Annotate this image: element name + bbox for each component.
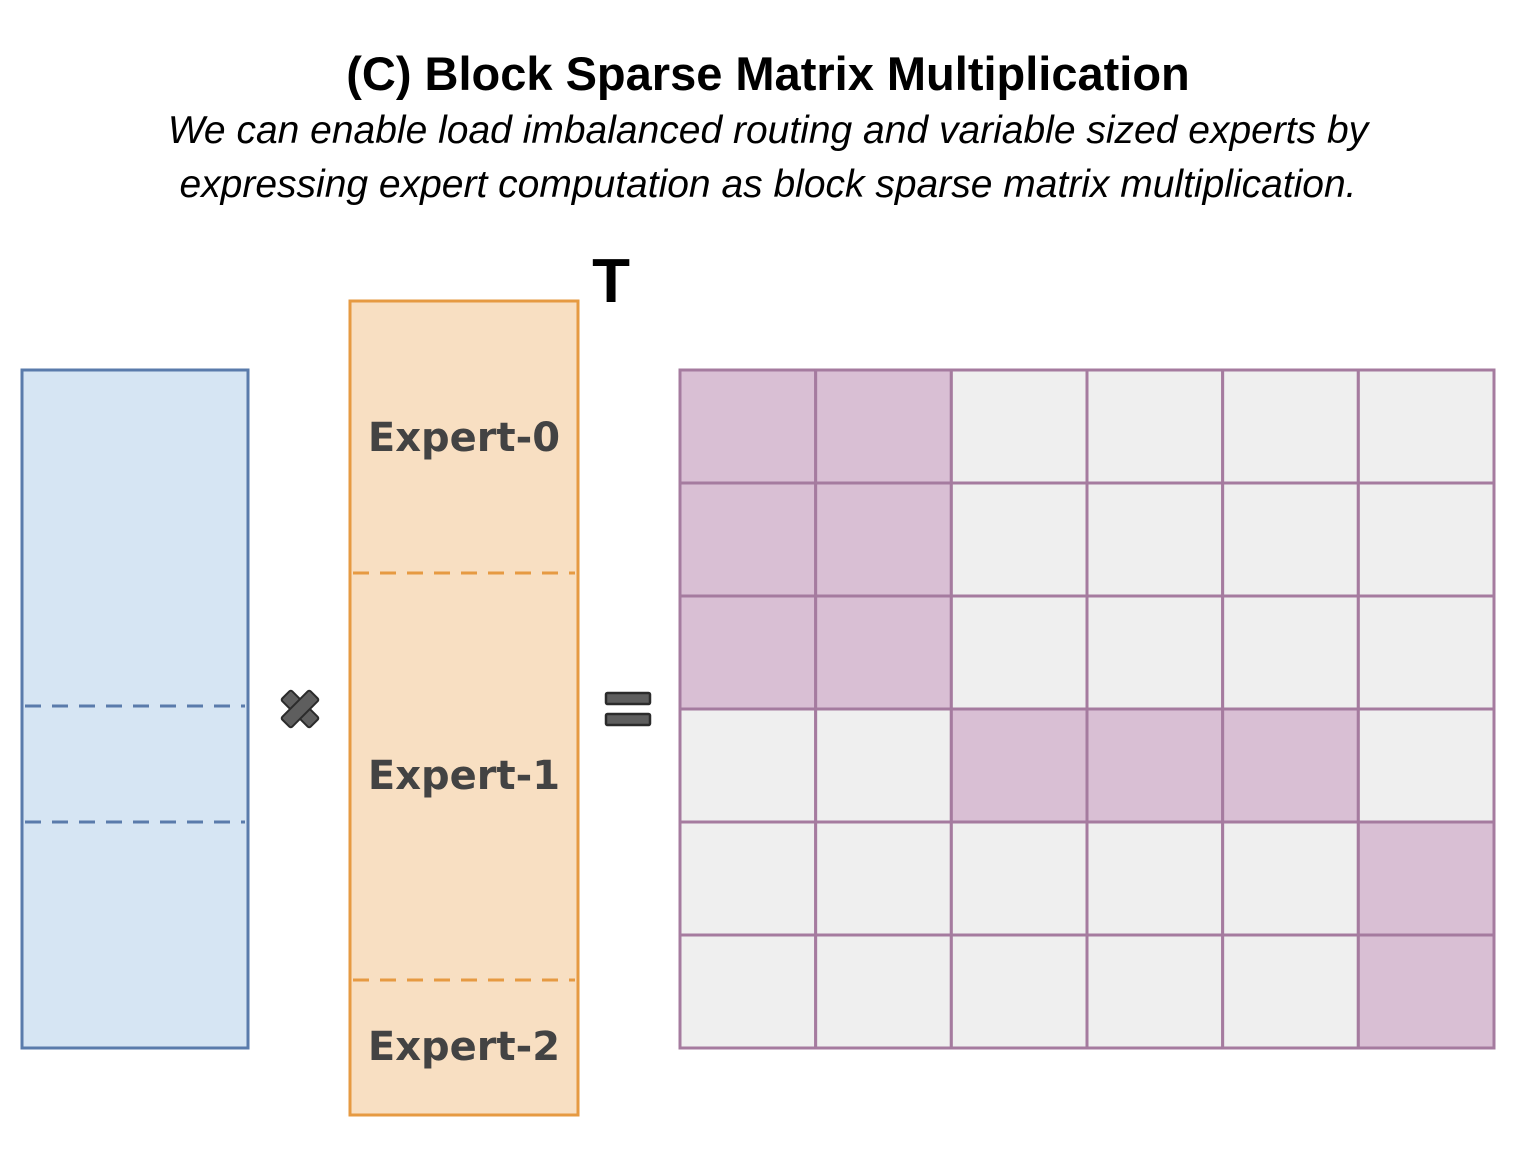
output-block-empty — [814, 933, 953, 1050]
output-block-empty — [949, 481, 1089, 598]
output-matrix — [678, 368, 1496, 1050]
output-block-empty — [1085, 594, 1225, 711]
output-block-active — [678, 594, 818, 711]
page-title: (C) Block Sparse Matrix Multiplication — [346, 47, 1190, 100]
output-block-empty — [1085, 820, 1225, 937]
output-block-empty — [949, 368, 1089, 485]
output-block-empty — [678, 707, 818, 824]
output-block-empty — [1085, 368, 1225, 485]
output-block-empty — [949, 594, 1089, 711]
output-block-empty — [1356, 368, 1496, 485]
output-block-empty — [678, 820, 818, 937]
output-block-empty — [678, 933, 818, 1050]
output-block-empty — [814, 820, 953, 937]
subtitle-line-2: expressing expert computation as block s… — [179, 163, 1357, 206]
output-block-empty — [1221, 933, 1360, 1050]
output-block-empty — [1085, 933, 1225, 1050]
input-matrix — [20, 368, 250, 1050]
output-block-empty — [1221, 481, 1360, 598]
output-block-active — [1085, 707, 1225, 824]
output-block-active — [814, 481, 953, 598]
output-block-empty — [1221, 368, 1360, 485]
expert-matrix: Expert-0 Expert-1 Expert-2 T — [348, 247, 630, 1117]
output-block-empty — [1356, 707, 1496, 824]
expert-0-label: Expert-0 — [368, 415, 560, 461]
subtitle-line-1: We can enable load imbalanced routing an… — [167, 109, 1369, 152]
output-block-active — [678, 481, 818, 598]
output-block-empty — [814, 707, 953, 824]
output-block-empty — [949, 933, 1089, 1050]
input-matrix-body — [20, 368, 250, 1050]
output-block-active — [814, 594, 953, 711]
multiply-icon — [280, 689, 320, 729]
expert-1-label: Expert-1 — [368, 753, 560, 799]
output-block-active — [1356, 933, 1496, 1050]
output-block-empty — [1356, 481, 1496, 598]
output-block-empty — [1221, 820, 1360, 937]
output-block-active — [814, 368, 953, 485]
expert-2-label: Expert-2 — [368, 1024, 560, 1070]
output-block-active — [1221, 707, 1360, 824]
output-block-active — [1356, 820, 1496, 937]
output-block-active — [949, 707, 1089, 824]
output-block-empty — [1085, 481, 1225, 598]
transpose-label: T — [592, 247, 630, 316]
output-block-empty — [949, 820, 1089, 937]
output-block-empty — [1221, 594, 1360, 711]
output-block-active — [678, 368, 818, 485]
equals-icon — [604, 691, 652, 727]
output-block-empty — [1356, 594, 1496, 711]
